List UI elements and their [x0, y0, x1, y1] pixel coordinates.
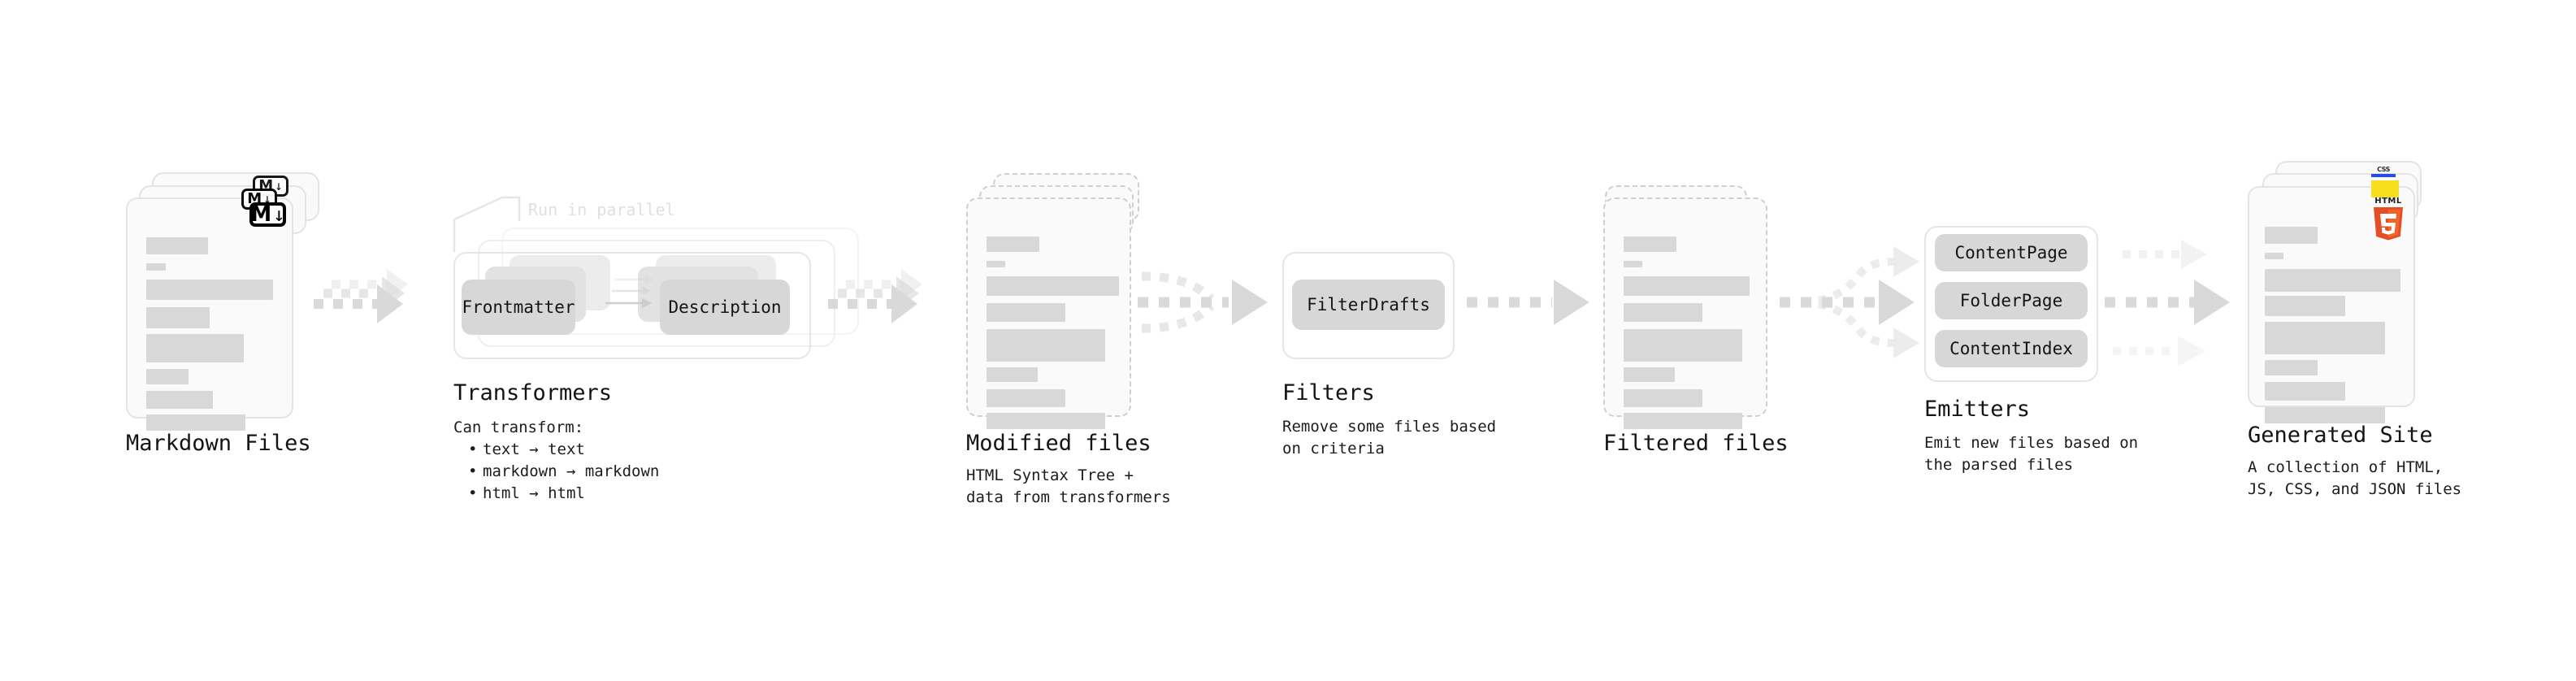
- emitters-subtitle: Emit new files based on the parsed files: [1924, 434, 2139, 474]
- filtered-card-front: [1603, 197, 1767, 429]
- stage-title-transformers: Transformers: [453, 380, 613, 406]
- filters-subtitle: Remove some files based on criteria: [1282, 418, 1497, 458]
- transformers-bullet-1: •markdown → markdown: [468, 462, 660, 480]
- bullet-text: text → text: [483, 440, 585, 458]
- stage-title-generated-site: Generated Site: [2248, 423, 2433, 448]
- markdown-icon-arrow: ↓: [263, 191, 271, 206]
- modified-files-subtitle: HTML Syntax Tree + data from transformer…: [966, 466, 1171, 506]
- arrow-filters-to-filtered: [1467, 280, 1589, 325]
- stage-title-filters: Filters: [1282, 380, 1375, 406]
- markdown-icon: M ↓: [249, 202, 286, 227]
- filter-chip-filterdrafts[interactable]: FilterDrafts: [1292, 280, 1445, 330]
- stage-title-markdown-files: Markdown Files: [126, 431, 311, 456]
- markdown-icon-arrow: ↓: [275, 178, 283, 193]
- stage-title-filtered-files: Filtered files: [1603, 431, 1789, 456]
- transformers-subtitle-head: Can transform:: [453, 419, 584, 436]
- transformer-chip-frontmatter[interactable]: Frontmatter: [462, 280, 575, 335]
- markdown-card-front: [126, 197, 293, 431]
- transformers-box-front: [453, 252, 811, 359]
- modified-card-front: [966, 197, 1131, 429]
- html5-icon: HTML: [2374, 197, 2403, 241]
- run-in-parallel-label: Run in parallel: [528, 200, 675, 219]
- arrow-markdown-to-transformers: [314, 269, 408, 323]
- transformers-bullet-2: •html → html: [468, 484, 585, 502]
- markdown-icon-letter: M: [250, 202, 272, 227]
- arrow-modified-to-filters: [1138, 271, 1268, 333]
- generated-site-subtitle: A collection of HTML, JS, CSS, and JSON …: [2248, 458, 2462, 498]
- stage-title-emitters: Emitters: [1924, 397, 2031, 422]
- transformers-bullet-0: •text → text: [468, 440, 585, 458]
- stage-title-modified-files: Modified files: [966, 431, 1151, 456]
- css-icon: CSS: [2371, 166, 2396, 179]
- arrow-emitters-to-site: [2105, 240, 2230, 367]
- js-icon: [2371, 180, 2399, 197]
- markdown-icon-arrow: ↓: [273, 203, 285, 226]
- css-icon-label: CSS: [2377, 166, 2390, 173]
- emitter-chip-contentindex[interactable]: ContentIndex: [1935, 330, 2088, 367]
- bullet-text: markdown → markdown: [483, 462, 660, 480]
- emitter-chip-contentpage[interactable]: ContentPage: [1935, 234, 2088, 271]
- svg-text:HTML: HTML: [2374, 197, 2402, 206]
- bullet-text: html → html: [483, 484, 585, 502]
- transformer-chip-description[interactable]: Description: [660, 280, 790, 335]
- arrow-filtered-to-emitters: [1780, 246, 1919, 358]
- emitter-chip-folderpage[interactable]: FolderPage: [1935, 282, 2088, 319]
